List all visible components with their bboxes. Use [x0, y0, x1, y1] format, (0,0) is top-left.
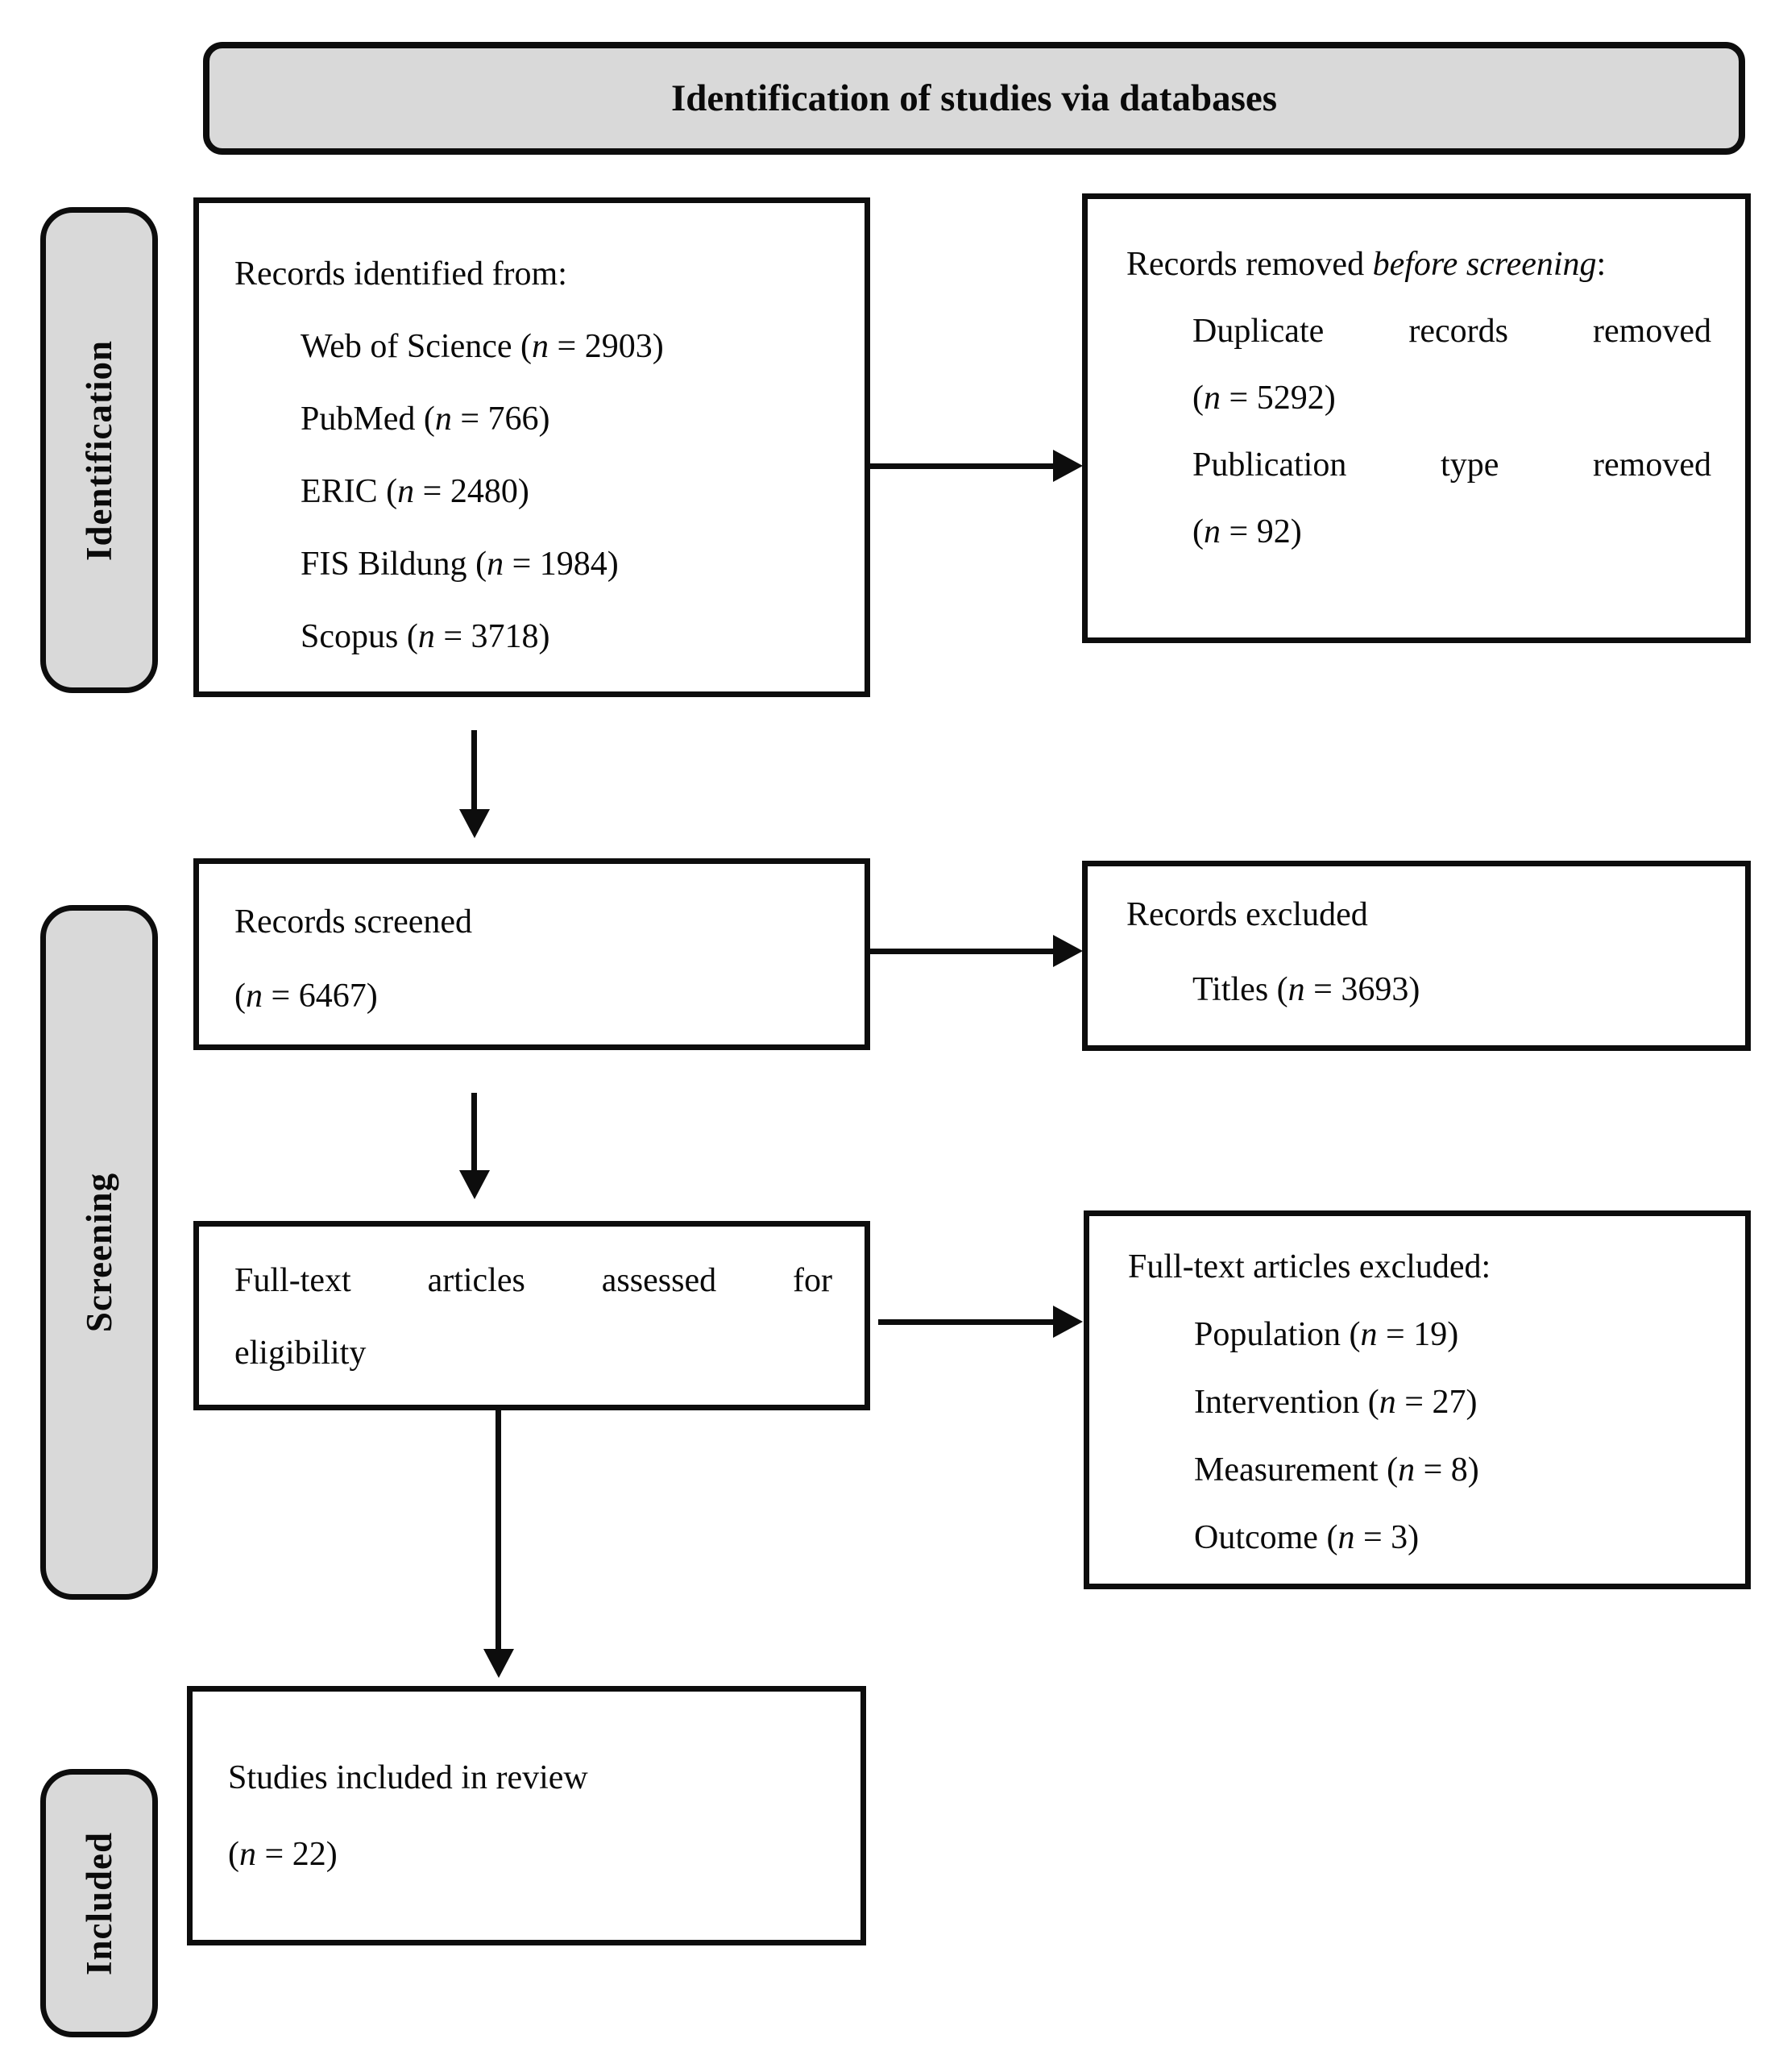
arrow-screened-to-excluded-head: [1053, 935, 1083, 967]
arrow-screened-to-fulltext-head: [459, 1170, 490, 1199]
italic-before-screening: before screening: [1372, 246, 1597, 283]
box-records-screened: Records screened (n = 6467): [193, 858, 870, 1050]
italic-n: n: [1337, 1519, 1355, 1556]
diagram-title-banner: Identification of studies via databases: [203, 42, 1745, 155]
arrow-screened-to-excluded-line: [870, 949, 1055, 954]
stage-label-identification-text: Identification: [79, 339, 120, 561]
arrow-fulltext-to-excluded-line: [878, 1319, 1055, 1325]
db-item-scopus: Scopus (n = 3718): [301, 618, 550, 655]
stage-label-included: Included: [40, 1769, 158, 2037]
fulltext-assessed-line1: Full-text articles assessed for: [234, 1262, 832, 1299]
arrow-screened-to-fulltext-line: [471, 1093, 477, 1172]
arrow-identified-to-screened-line: [471, 730, 477, 811]
italic-n: n: [239, 1836, 256, 1873]
box-records-excluded: Records excluded Titles (n = 3693): [1082, 861, 1751, 1051]
excluded-item-measurement: Measurement (n = 8): [1194, 1451, 1479, 1489]
db-item-eric: ERIC (n = 2480): [301, 473, 529, 510]
italic-n: n: [1287, 971, 1305, 1008]
box-records-identified: Records identified from: Web of Science …: [193, 197, 870, 697]
italic-n: n: [434, 401, 452, 438]
fulltext-assessed-line2: eligibility: [234, 1335, 367, 1372]
stage-label-screening-text: Screening: [79, 1172, 120, 1333]
arrow-fulltext-to-excluded-head: [1053, 1306, 1083, 1338]
studies-included-heading: Studies included in review: [228, 1759, 588, 1796]
records-excluded-heading: Records excluded: [1126, 896, 1368, 933]
records-excluded-titles: Titles (n = 3693): [1192, 971, 1420, 1008]
arrow-identified-to-removed-line: [870, 463, 1055, 469]
box-records-removed: Records removed before screening: Duplic…: [1082, 193, 1751, 643]
db-item-fis-bildung: FIS Bildung (n = 1984): [301, 546, 619, 583]
stage-label-screening: Screening: [40, 905, 158, 1600]
arrow-identified-to-removed-head: [1053, 450, 1083, 482]
db-item-web-of-science: Web of Science (n = 2903): [301, 328, 664, 365]
diagram-title-text: Identification of studies via databases: [670, 77, 1278, 119]
italic-n: n: [532, 328, 549, 365]
removed-item-pubtype-text: Publication type removed: [1192, 446, 1711, 484]
excluded-item-population: Population (n = 19): [1194, 1316, 1459, 1353]
italic-n: n: [417, 618, 435, 655]
excluded-item-intervention: Intervention (n = 27): [1194, 1384, 1478, 1421]
studies-included-count: (n = 22): [228, 1836, 338, 1873]
arrow-fulltext-to-included-head: [483, 1649, 514, 1678]
italic-n: n: [1204, 380, 1221, 417]
stage-label-identification: Identification: [40, 207, 158, 693]
removed-item-duplicates-count: (n = 5292): [1192, 380, 1336, 417]
italic-n: n: [1360, 1316, 1378, 1353]
arrow-identified-to-screened-head: [459, 809, 490, 838]
records-identified-heading: Records identified from:: [234, 255, 567, 293]
records-screened-count: (n = 6467): [234, 978, 378, 1015]
stage-label-included-text: Included: [79, 1831, 120, 1975]
italic-n: n: [487, 546, 504, 583]
box-fulltext-excluded: Full-text articles excluded: Population …: [1084, 1210, 1751, 1589]
arrow-fulltext-to-included-line: [496, 1410, 501, 1651]
removed-item-duplicates-text: Duplicate records removed: [1192, 313, 1711, 350]
box-fulltext-assessed: Full-text articles assessed for eligibil…: [193, 1221, 870, 1410]
italic-n: n: [1204, 513, 1221, 550]
db-item-pubmed: PubMed (n = 766): [301, 401, 550, 438]
records-removed-heading: Records removed before screening:: [1126, 246, 1607, 283]
box-studies-included: Studies included in review (n = 22): [187, 1686, 866, 1945]
italic-n: n: [1379, 1384, 1396, 1421]
italic-n: n: [397, 473, 415, 510]
italic-n: n: [246, 978, 263, 1015]
removed-item-pubtype-count: (n = 92): [1192, 513, 1302, 550]
excluded-item-outcome: Outcome (n = 3): [1194, 1519, 1420, 1556]
fulltext-excluded-heading: Full-text articles excluded:: [1128, 1248, 1491, 1285]
records-screened-heading: Records screened: [234, 903, 473, 940]
italic-n: n: [1398, 1451, 1416, 1489]
